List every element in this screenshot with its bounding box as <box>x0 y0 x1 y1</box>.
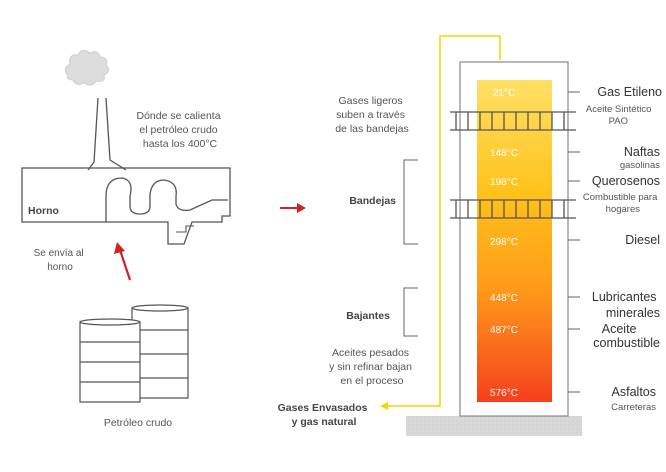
trays-bracket <box>403 159 418 245</box>
product-roads: Carreteras <box>611 402 656 413</box>
chimney <box>87 97 127 171</box>
tray-top <box>450 111 576 131</box>
gas-pipe <box>380 35 501 410</box>
downcomers-label: Bajantes <box>346 310 390 322</box>
temp-21: 21°C <box>493 88 515 99</box>
bottled-gas-note: Gases Envasados y gas natural <box>278 402 371 428</box>
downcomers-bracket <box>403 287 418 337</box>
tray-middle <box>450 199 576 219</box>
product-gasoline: gasolinas <box>620 160 660 171</box>
furnace-note: Dónde se calienta el petróleo crudo hast… <box>137 110 224 150</box>
furnace-pipe <box>105 177 228 222</box>
barrel-front <box>79 318 141 403</box>
product-synthetic-oil: Aceite Sintético PAO <box>586 104 654 127</box>
trays-label: Bandejas <box>349 195 396 207</box>
product-fuel-oil: Aceite combustible <box>593 322 660 350</box>
ground-base <box>406 416 582 436</box>
product-gas-ethylene: Gas Etileno <box>597 85 662 99</box>
furnace: Dónde se calienta el petróleo crudo hast… <box>21 49 231 245</box>
temp-448: 448°C <box>490 293 518 304</box>
sent-to-furnace-note: Se envía al horno <box>34 248 87 273</box>
furnace-label: Horno <box>28 205 59 217</box>
product-asphalt: Asfaltos <box>612 385 656 399</box>
product-kerosene: Querosenos <box>592 174 660 188</box>
temp-576: 576°C <box>490 388 518 399</box>
product-home-fuel: Combustible para hogares <box>583 192 660 215</box>
right-arrow-icon <box>280 203 306 213</box>
smoke-icon <box>64 49 110 86</box>
furnace-body <box>21 167 231 245</box>
temperature-gradient <box>477 80 552 402</box>
product-naphtha: Naftas <box>624 145 660 159</box>
barrel-back <box>131 304 189 399</box>
product-diesel: Diesel <box>625 233 660 247</box>
temp-148: 148°C <box>490 148 518 159</box>
light-gases-note: Gases ligeros suben a través de las band… <box>335 95 409 135</box>
product-leader-lines <box>568 91 580 393</box>
crude-oil-label: Petróleo crudo <box>104 417 172 429</box>
product-lubricants: Lubricantes minerales <box>592 290 660 320</box>
temp-198: 198°C <box>490 177 518 188</box>
heavy-oils-note: Aceites pesados y sin refinar bajan en e… <box>329 347 415 387</box>
crude-oil-barrels <box>79 304 189 403</box>
temp-487: 487°C <box>490 325 518 336</box>
temp-298: 298°C <box>490 237 518 248</box>
up-arrow-icon <box>114 242 132 281</box>
